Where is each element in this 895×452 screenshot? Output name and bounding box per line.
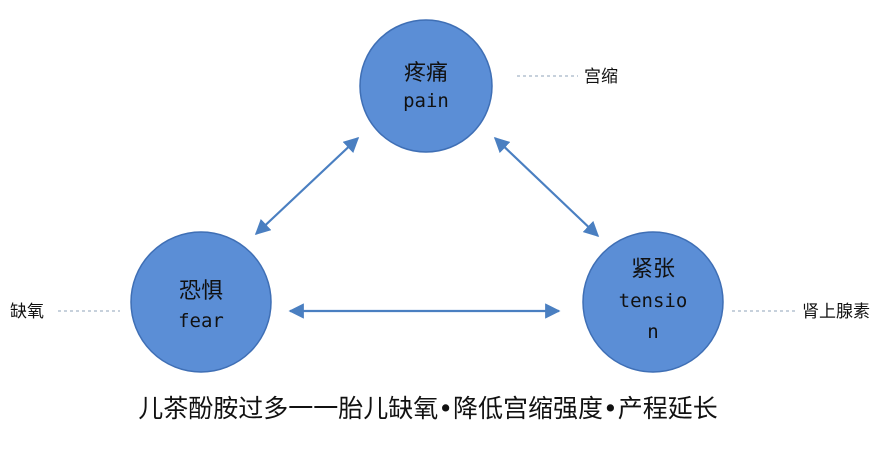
node-tension-circle <box>582 231 724 373</box>
node-tension-cn: 紧张 <box>631 257 675 282</box>
arrow-pain-tension <box>493 136 600 238</box>
node-tension-en-line2: n <box>647 321 658 343</box>
node-pain: 疼痛 pain <box>359 19 493 153</box>
caption: 儿茶酚胺过多一一胎儿缺氧•降低宫缩强度•产程延长 <box>138 394 718 423</box>
arrow-pain-fear <box>254 136 360 236</box>
side-label-tension: 肾上腺素 <box>802 302 870 322</box>
node-pain-cn: 疼痛 <box>404 61 448 86</box>
node-fear-cn: 恐惧 <box>179 279 223 304</box>
side-label-pain: 宫缩 <box>584 67 618 87</box>
node-fear-en: fear <box>178 310 224 332</box>
side-label-fear: 缺氧 <box>10 302 44 322</box>
node-pain-circle <box>359 19 493 153</box>
node-fear-circle <box>130 231 272 373</box>
node-pain-en: pain <box>403 90 449 112</box>
node-fear: 恐惧 fear <box>130 231 272 373</box>
node-tension-en-line1: tensio <box>619 290 688 312</box>
node-tension: 紧张 tensio n <box>582 231 724 373</box>
